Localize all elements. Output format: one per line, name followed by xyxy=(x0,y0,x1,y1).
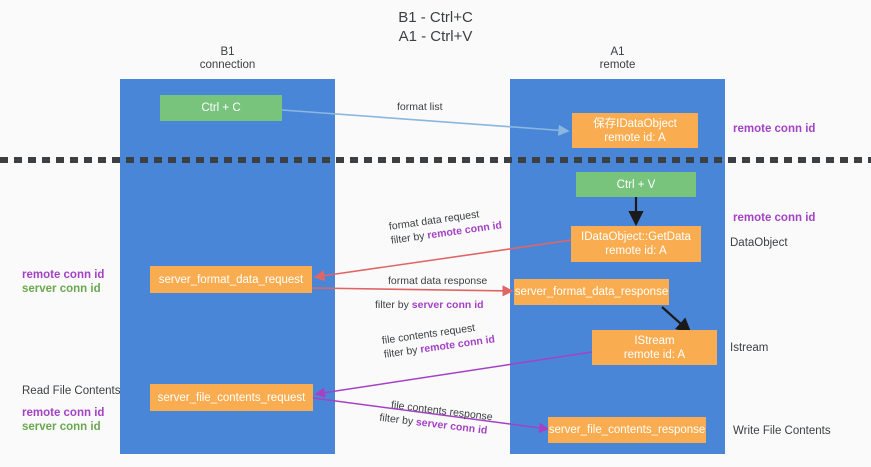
annotation-remote-conn-id-mid: remote conn id xyxy=(733,212,816,224)
node-server-format-data-response[interactable]: server_format_data_response xyxy=(514,279,669,305)
node-idataobject-getdata[interactable]: IDataObject::GetData remote id: A xyxy=(571,226,701,262)
annotation-write-file-contents: Write File Contents xyxy=(733,425,831,437)
edge-label-format-data-response: format data response xyxy=(388,275,488,287)
node-save-idataobject[interactable]: 保存IDataObject remote id: A xyxy=(572,113,698,148)
edge-label-format-list: format list xyxy=(397,101,443,113)
filter-prefix: filter by xyxy=(390,229,429,247)
annotation-remote-conn-id: remote conn id xyxy=(22,269,105,281)
filter-prefix: filter by xyxy=(378,411,417,429)
edge-label-format-data-request-group: format data request filter by remote con… xyxy=(388,204,503,247)
filter-key-server-conn-id: server conn id xyxy=(411,299,484,311)
column-header-b1: B1 connection xyxy=(199,46,256,71)
filter-prefix: filter by xyxy=(375,299,412,311)
arrow-format-data-response xyxy=(311,285,514,297)
filter-prefix: filter by xyxy=(383,343,422,361)
annotation-group-left-top: remote conn id server conn id xyxy=(22,268,104,296)
annotation-istream: Istream xyxy=(730,342,769,354)
annotation-group-left-bottom: Read File Contents remote conn id server… xyxy=(22,384,120,434)
node-istream[interactable]: IStream remote id: A xyxy=(592,330,717,365)
annotation-dataobject: DataObject xyxy=(730,237,788,249)
node-server-format-data-request[interactable]: server_format_data_request xyxy=(150,266,312,293)
edge-label-format-data-response-filter: filter by server conn id xyxy=(375,298,484,312)
edge-label-file-contents-request-group: file contents request filter by remote c… xyxy=(381,318,496,361)
annotation-server-conn-id: server conn id xyxy=(22,283,101,295)
node-server-file-contents-request[interactable]: server_file_contents_request xyxy=(150,384,313,411)
annotation-remote-conn-id-top: remote conn id xyxy=(733,123,816,135)
edge-label-file-contents-response-group: file contents response filter by server … xyxy=(379,398,494,438)
node-ctrl-v[interactable]: Ctrl + V xyxy=(576,172,696,197)
phase-divider xyxy=(0,157,871,163)
annotation-remote-conn-id: remote conn id xyxy=(22,407,105,419)
node-server-file-contents-response[interactable]: server_file_contents_response xyxy=(548,417,706,443)
annotation-server-conn-id: server conn id xyxy=(22,421,101,433)
column-header-a1: A1 remote xyxy=(599,46,636,71)
annotation-read-file-contents: Read File Contents xyxy=(22,385,121,397)
node-ctrl-c[interactable]: Ctrl + C xyxy=(160,95,282,121)
page-title: B1 - Ctrl+C A1 - Ctrl+V xyxy=(398,9,473,45)
